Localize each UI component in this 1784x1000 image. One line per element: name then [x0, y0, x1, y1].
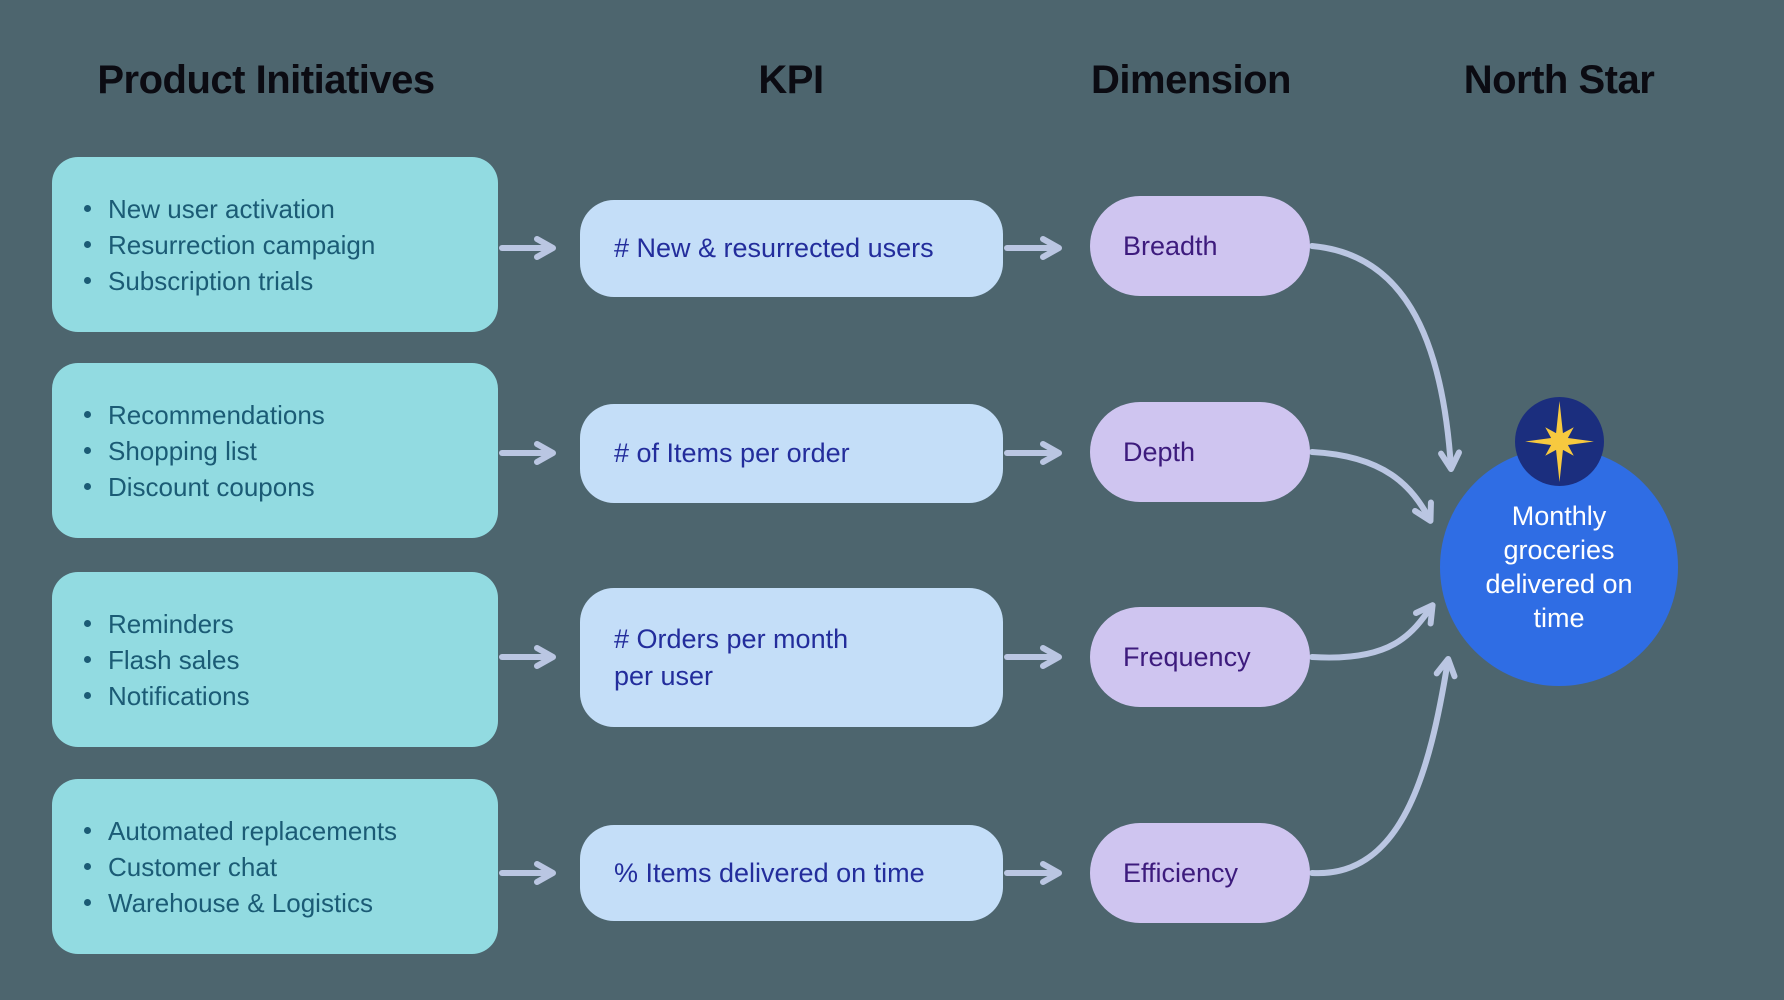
header-north-star: North Star — [1463, 58, 1655, 102]
header-dimension: Dimension — [1091, 58, 1291, 102]
dimension-pill-depth: Depth — [1090, 402, 1310, 502]
arrow-dimension-northstar-1 — [1309, 243, 1463, 472]
kpi-label: # of Items per order — [614, 438, 850, 468]
arrow-dimension-northstar-3 — [1309, 602, 1436, 661]
initiative-item: Resurrection campaign — [83, 227, 375, 263]
initiative-item: Automated replacements — [83, 813, 397, 849]
initiative-item: Discount coupons — [84, 469, 325, 505]
initiative-item: Notifications — [84, 678, 250, 714]
kpi-box-3: # Orders per month per user — [580, 588, 1003, 727]
dimension-label: Depth — [1123, 436, 1196, 467]
north-star-sparkle-icon — [1525, 401, 1594, 482]
initiatives-list-4: Automated replacements Customer chat War… — [52, 813, 407, 921]
header-product-initiatives: Product Initiatives — [97, 58, 435, 102]
kpi-label: # Orders per month per user — [614, 623, 849, 691]
dimension-pill-efficiency: Efficiency — [1090, 823, 1310, 923]
initiative-item: Reminders — [84, 606, 250, 642]
initiatives-list-2: Recommendations Shopping list Discount c… — [52, 397, 335, 505]
kpi-label: % Items delivered on time — [614, 857, 925, 888]
north-star-circle: Monthly groceries delivered on time — [1440, 448, 1678, 686]
initiatives-box-2: Recommendations Shopping list Discount c… — [52, 363, 498, 538]
kpi-label: # New & resurrected users — [614, 233, 934, 263]
initiative-item: New user activation — [83, 191, 375, 227]
dimension-label: Efficiency — [1123, 857, 1239, 888]
kpi-box-2: # of Items per order — [580, 404, 1003, 503]
header-kpi: KPI — [758, 58, 824, 102]
initiative-item: Shopping list — [84, 433, 325, 469]
initiatives-box-3: Reminders Flash sales Notifications — [52, 572, 498, 747]
initiative-item: Subscription trials — [83, 263, 375, 299]
arrow-dimension-northstar-2 — [1309, 449, 1434, 524]
dimension-label: Breadth — [1123, 230, 1218, 261]
dimension-label: Frequency — [1123, 641, 1251, 672]
kpi-box-4: % Items delivered on time — [580, 825, 1003, 921]
initiatives-list-3: Reminders Flash sales Notifications — [52, 606, 260, 714]
initiative-item: Flash sales — [84, 642, 250, 678]
north-star-badge — [1515, 397, 1604, 486]
initiative-item: Customer chat — [83, 849, 397, 885]
initiative-item: Recommendations — [84, 397, 325, 433]
arrow-dimension-northstar-4 — [1309, 656, 1458, 877]
north-star-label: Monthly groceries delivered on time — [1485, 501, 1633, 633]
dimension-pill-frequency: Frequency — [1090, 607, 1310, 707]
initiatives-box-4: Automated replacements Customer chat War… — [52, 779, 498, 954]
initiatives-box-1: New user activation Resurrection campaig… — [52, 157, 498, 332]
initiatives-list-1: New user activation Resurrection campaig… — [52, 191, 385, 299]
dimension-pill-breadth: Breadth — [1090, 196, 1310, 296]
initiative-item: Warehouse & Logistics — [83, 885, 397, 921]
kpi-box-1: # New & resurrected users — [580, 200, 1003, 297]
